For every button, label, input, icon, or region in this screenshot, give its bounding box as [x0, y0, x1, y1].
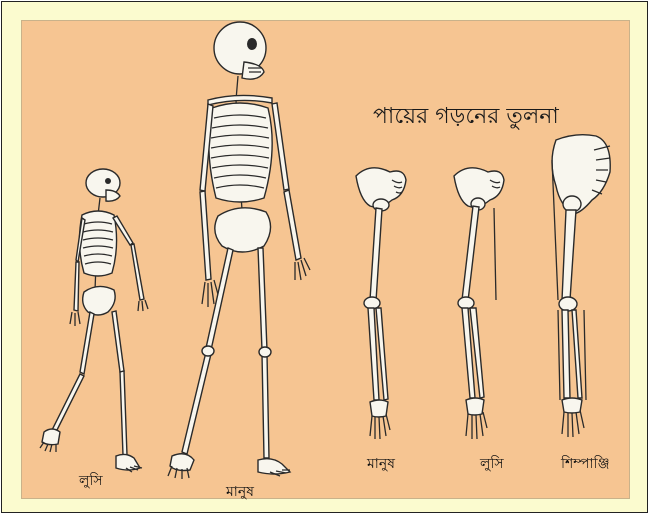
lucy-skeleton — [40, 169, 148, 472]
human-skeleton — [168, 22, 310, 479]
diagram-title: পায়ের গড়নের তুলনা — [373, 99, 559, 136]
lucy-leg-diagram — [454, 168, 504, 439]
lucy-jaw — [106, 190, 120, 201]
chimp-leg-label: শিম্পাঞ্জি — [561, 452, 610, 476]
human-leg-label: মানুষ — [367, 452, 395, 476]
lucy-pelvis — [83, 286, 115, 315]
human-pelvis — [215, 208, 271, 252]
human-skeleton-label: মানুষ — [226, 480, 254, 504]
chimp-leg-diagram — [552, 135, 610, 437]
lucy-leg-label: লুসি — [480, 452, 504, 476]
human-leg-diagram — [356, 168, 406, 439]
lucy-skeleton-label: লুসি — [79, 469, 103, 493]
